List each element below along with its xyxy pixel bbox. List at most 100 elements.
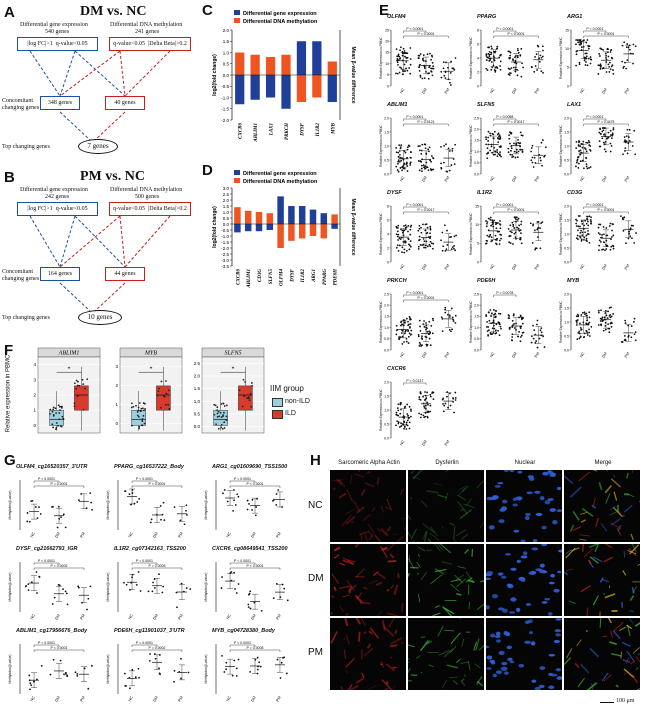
data-point [152,581,154,584]
y-tick-label: 2 [387,246,389,250]
merge-mark [609,641,617,645]
b-deg-count: 242 genes [45,194,70,200]
fiber-mark [333,546,341,552]
data-point [516,156,519,159]
legend-swatch-methylation [234,18,240,23]
data-point [406,403,409,406]
data-point [275,504,278,506]
nucleus-mark [534,490,541,494]
merge-mark [620,651,623,659]
data-point [536,228,539,231]
data-point [256,497,258,500]
data-point [578,332,581,335]
data-point [442,410,445,413]
data-point [499,227,502,230]
data-point [52,426,55,429]
group-label: NC [579,175,585,182]
data-point [624,338,627,341]
data-point [405,340,408,343]
nucleus-mark [549,508,556,512]
nucleus-mark [547,498,554,501]
a-top: Top changing genes [2,144,50,150]
fiber-mark [461,638,465,647]
data-point [402,167,405,170]
data-point [623,334,626,337]
data-point [423,240,426,243]
data-point [490,45,493,48]
data-point [251,498,254,501]
y-axis-label: Methylation(β-value) [8,655,12,684]
y-tick-label: -2.0 [221,118,229,123]
panel-h: H Sarcomeric Alpha Actin Dysferlin Nucle… [300,450,649,713]
merge-mark [579,538,587,541]
fiber-mark [459,485,467,490]
data-point [432,242,435,245]
data-point [222,492,224,495]
data-point [153,586,156,589]
data-point [419,343,422,346]
data-point [399,46,402,49]
data-point [604,328,607,331]
fiber-mark [444,648,453,658]
data-point [513,150,516,153]
data-point [399,66,401,69]
nucleus-mark [518,577,526,581]
data-point [285,672,288,675]
data-point [225,668,228,671]
data-point [583,56,586,59]
nucleus-mark [491,594,499,599]
nucleus-mark [520,555,528,559]
micrograph-nc-3 [564,470,640,542]
data-point [454,249,457,252]
data-point [633,129,636,132]
data-point [137,571,140,573]
f-legend-nonild: non-ILD [285,398,310,405]
data-point [410,333,413,336]
data-point [405,423,408,426]
fiber-mark [360,489,366,496]
data-point [532,224,534,227]
data-point [256,656,259,659]
data-point [185,514,188,516]
data-point [406,170,409,172]
micrograph-svg [330,544,404,616]
p-value-2: P < 0.0001 [149,482,166,486]
data-point [598,239,601,242]
data-point [521,134,524,137]
data-point [185,509,187,512]
data-point [399,146,402,149]
data-point [500,237,502,240]
data-point [498,56,501,59]
data-point [226,500,229,503]
group-label: PM [178,696,184,703]
data-point [423,406,426,409]
data-point [82,383,85,386]
data-point [408,405,411,408]
data-point [406,69,409,72]
data-point [403,162,406,165]
data-point [576,338,579,341]
data-point [441,249,444,252]
data-point [489,149,492,152]
y-tick-label: 0.5 [564,334,569,338]
data-point [500,327,502,330]
data-point [516,74,519,77]
data-point [486,147,489,150]
y-tick-label: 10 [475,223,479,227]
nucleus-mark [531,547,539,551]
data-point [440,162,442,165]
data-point [521,148,524,151]
nucleus-mark [491,495,499,500]
data-point [512,225,515,228]
data-point [401,229,404,232]
data-point [421,170,423,172]
plot-title: MYB [567,278,580,284]
x-tick-label: IL1R2 [316,123,321,138]
data-point [586,332,589,334]
data-point [134,676,137,679]
data-point [423,320,425,322]
a-c4: |Delta Beta|>0.2 [148,41,187,47]
fiber-mark [390,656,393,659]
data-point [513,232,516,235]
